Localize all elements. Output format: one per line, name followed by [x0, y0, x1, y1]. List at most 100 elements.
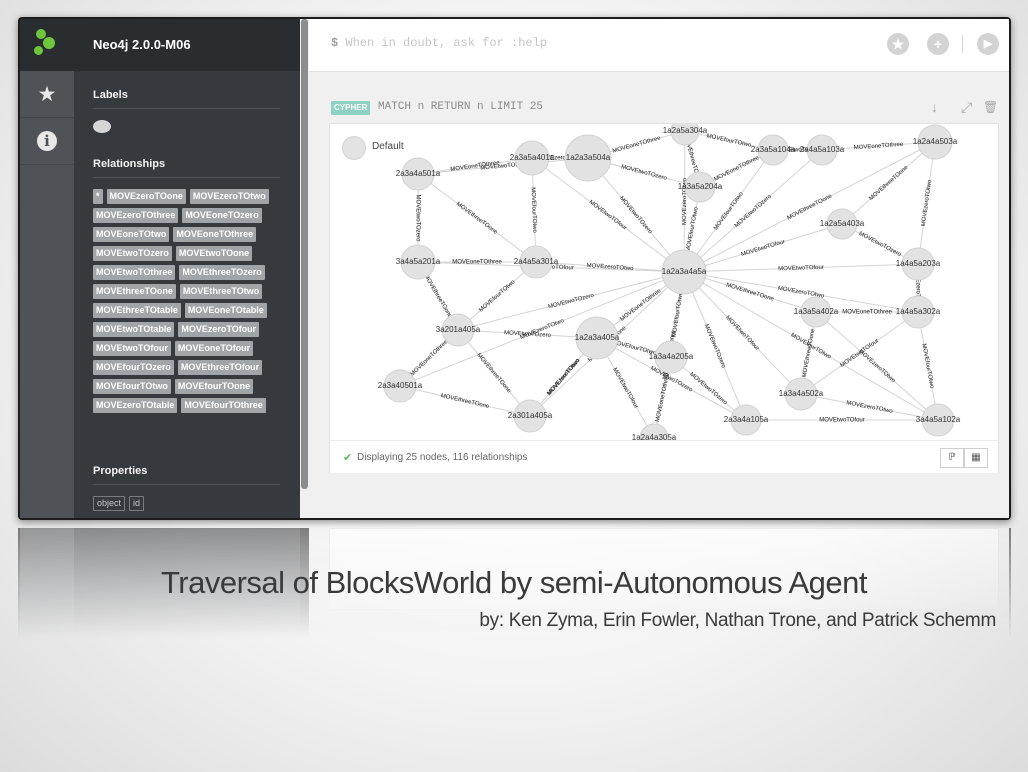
node-circle[interactable]: [730, 404, 762, 436]
node-circle[interactable]: [784, 377, 818, 411]
relationship-edge[interactable]: [417, 173, 537, 263]
relationship-edge[interactable]: [683, 271, 747, 421]
node-circle[interactable]: [901, 247, 935, 281]
relationship-chip[interactable]: MOVEthreeTOzero: [179, 265, 265, 280]
graph-node[interactable]: 1a4a5a302a: [896, 295, 941, 329]
drawer-scrollbar[interactable]: [301, 19, 308, 489]
relationship-chip[interactable]: *: [93, 189, 103, 204]
node-circle[interactable]: [400, 244, 436, 280]
node-circle[interactable]: [441, 313, 475, 347]
relationship-chip[interactable]: MOVEthreeTOfour: [177, 360, 263, 375]
graph-node[interactable]: 1a2a5a403a: [820, 208, 865, 240]
legend-default-swatch[interactable]: [342, 136, 366, 160]
relationship-chip[interactable]: MOVEzeroTOtwo: [189, 189, 269, 204]
relationship-edge[interactable]: [917, 311, 939, 421]
relationship-edge[interactable]: [683, 271, 919, 313]
trash-icon[interactable]: 🗑: [983, 100, 999, 114]
relationship-edge[interactable]: [683, 271, 817, 313]
download-icon[interactable]: ↓: [931, 99, 938, 115]
node-circle[interactable]: [383, 369, 417, 403]
run-play-icon[interactable]: ▶: [977, 33, 999, 55]
frame-query[interactable]: MATCH n RETURN n LIMIT 25: [378, 101, 544, 113]
relationship-edge[interactable]: [683, 149, 823, 273]
graph-node[interactable]: 2a3a4a501a: [396, 157, 441, 191]
graph-node[interactable]: 1a2a4a305a: [632, 423, 677, 440]
node-circle[interactable]: [670, 124, 700, 146]
node-circle[interactable]: [575, 316, 619, 360]
expand-icon[interactable]: ⤢: [961, 99, 973, 115]
editor-input[interactable]: $ When in doubt, ask for :help: [331, 19, 547, 67]
relationship-edge[interactable]: [457, 271, 685, 331]
node-circle[interactable]: [826, 208, 858, 240]
graph-node[interactable]: 2a301a405a: [508, 399, 553, 433]
relationship-edge[interactable]: [531, 157, 685, 273]
graph-node[interactable]: 2a3a40501a: [378, 369, 423, 403]
graph-node[interactable]: 2a3a5a104a: [751, 134, 796, 166]
node-circle[interactable]: [514, 140, 550, 176]
relationship-edge[interactable]: [683, 271, 939, 421]
relationship-edge[interactable]: [815, 311, 939, 421]
graph-node[interactable]: 1a3a5a204a: [678, 171, 723, 203]
relationship-edge[interactable]: [457, 329, 598, 339]
node-circle[interactable]: [639, 423, 669, 440]
info-icon[interactable]: i: [20, 118, 74, 165]
relationship-chip[interactable]: MOVEoneTOzero: [182, 208, 262, 223]
relationship-edge[interactable]: [535, 261, 685, 273]
node-circle[interactable]: [806, 134, 838, 166]
relationship-chip[interactable]: MOVEoneTOthree: [173, 227, 257, 242]
relationship-edge[interactable]: [683, 149, 774, 273]
neo4j-logo-icon[interactable]: [20, 19, 74, 71]
graph-view-button[interactable]: ℙ: [940, 448, 964, 468]
node-circle[interactable]: [917, 124, 953, 160]
relationship-chip[interactable]: MOVEoneTOtwo: [93, 227, 170, 242]
relationship-edge[interactable]: [683, 130, 686, 273]
node-circle[interactable]: [757, 134, 789, 166]
graph-node[interactable]: 2a3a5a401a: [510, 140, 555, 176]
favorites-star-icon[interactable]: ★: [20, 71, 74, 118]
graph-node[interactable]: 2a4a5a301a: [514, 245, 559, 279]
relationship-chip[interactable]: MOVEfourTOzero: [93, 360, 174, 375]
node-circle[interactable]: [519, 245, 553, 279]
query-editor[interactable]: $ When in doubt, ask for :help ★ + ▶: [309, 19, 1009, 72]
relationship-chip[interactable]: MOVEoneTOtable: [184, 303, 267, 318]
relationship-chip[interactable]: MOVEzeroTOthree: [93, 208, 179, 223]
relationship-edge[interactable]: [841, 141, 936, 225]
relationship-chip[interactable]: MOVEzeroTOone: [106, 189, 186, 204]
relationship-edge[interactable]: [683, 141, 936, 273]
relationship-edge[interactable]: [587, 157, 685, 273]
graph-node[interactable]: 2a4a5a103a: [800, 134, 845, 166]
relationship-edge[interactable]: [457, 261, 537, 331]
node-circle[interactable]: [901, 295, 935, 329]
relationship-chip[interactable]: MOVEfourTOthree: [181, 398, 266, 413]
table-view-button[interactable]: ▦: [964, 448, 988, 468]
favorite-star-icon[interactable]: ★: [887, 33, 909, 55]
relationship-edge[interactable]: [683, 223, 843, 273]
relationship-chip[interactable]: MOVEzeroTOfour: [178, 322, 260, 337]
graph-node[interactable]: 1a2a3a405a: [575, 316, 620, 360]
relationship-edge[interactable]: [596, 337, 747, 421]
add-plus-icon[interactable]: +: [927, 33, 949, 55]
relationship-chip[interactable]: MOVEzeroTOtable: [93, 398, 178, 413]
relationship-edge[interactable]: [800, 311, 919, 395]
relationship-edge[interactable]: [399, 385, 531, 417]
graph-node[interactable]: 2a3a4a105a: [724, 404, 769, 436]
node-circle[interactable]: [921, 403, 955, 437]
relationship-edge[interactable]: [683, 271, 802, 395]
property-chip[interactable]: id: [129, 496, 145, 511]
graph-node[interactable]: 1a2a3a4a5a: [661, 249, 707, 295]
graph-node[interactable]: 1a3a4a205a: [649, 340, 694, 374]
relationship-chip[interactable]: MOVEtwoTOtable: [93, 322, 175, 337]
relationship-chip[interactable]: MOVEtwoTOzero: [93, 246, 172, 261]
property-chip[interactable]: object: [93, 496, 126, 511]
graph-node[interactable]: 3a4a5a102a: [916, 403, 961, 437]
relationship-edge[interactable]: [821, 141, 936, 151]
graph-node[interactable]: 3a4a5a201a: [396, 244, 441, 280]
node-circle[interactable]: [564, 134, 612, 182]
graph-node[interactable]: 3a201a405a: [436, 313, 481, 347]
relationship-chip[interactable]: MOVEtwoTOfour: [93, 341, 171, 356]
node-circle[interactable]: [513, 399, 547, 433]
relationship-chip[interactable]: MOVEthreeTOtable: [93, 303, 181, 318]
relationship-chip[interactable]: MOVEtwoTOone: [175, 246, 253, 261]
label-chip-all[interactable]: [93, 120, 111, 133]
